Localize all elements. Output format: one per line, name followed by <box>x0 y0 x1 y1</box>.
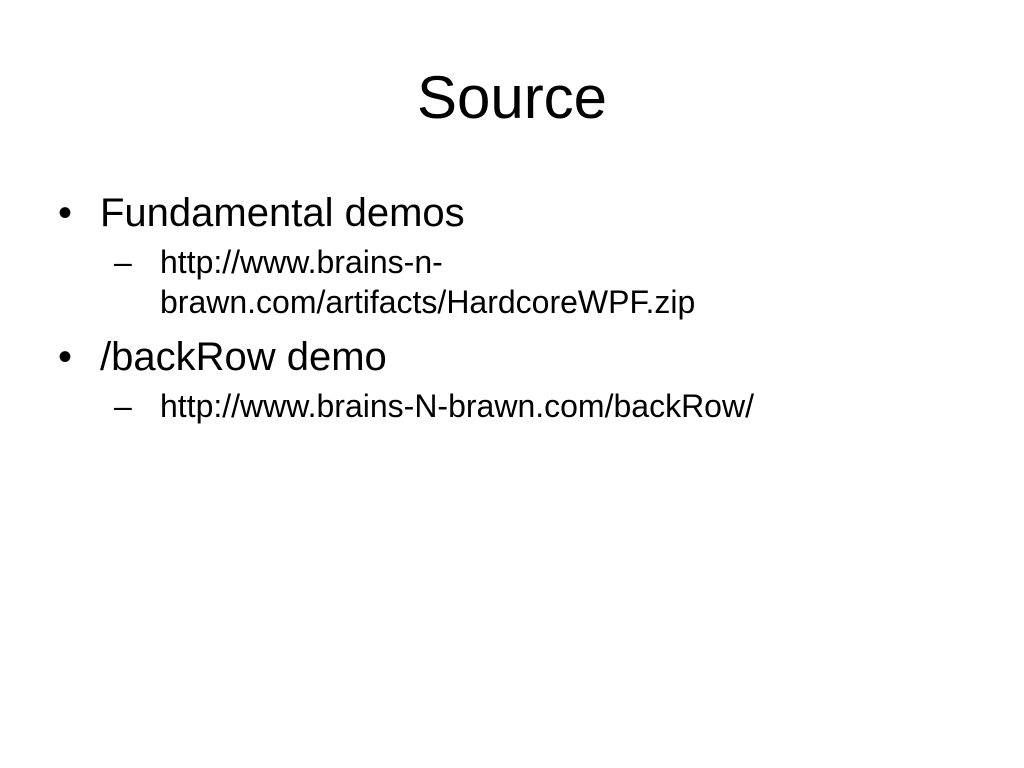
backrow-url: http://www.brains-N-brawn.com/backRow/ <box>160 388 754 424</box>
sub-bullet-list: – http://www.brains-n-brawn.com/artifact… <box>100 242 988 322</box>
sub-bullet-marker: – <box>114 244 132 280</box>
hardcorewpf-url: http://www.brains-n-brawn.com/artifacts/… <box>160 244 696 320</box>
sub-bullet-marker: – <box>114 388 132 424</box>
bullet-text: /backRow demo <box>100 335 387 379</box>
sub-bullet-list: – http://www.brains-N-brawn.com/backRow/ <box>100 386 988 426</box>
bullet-marker: • <box>58 335 73 379</box>
bullet-marker: • <box>58 191 73 235</box>
bullet-list: • Fundamental demos – http://www.brains-… <box>58 188 988 434</box>
slide-title: Source <box>416 64 608 131</box>
bullet-item-fundamental-demos: • Fundamental demos – http://www.brains-… <box>58 188 988 322</box>
sub-bullet-item-hardcorewpf-link: – http://www.brains-n-brawn.com/artifact… <box>114 242 840 322</box>
sub-bullet-item-backrow-link: – http://www.brains-N-brawn.com/backRow/ <box>114 386 840 426</box>
bullet-text: Fundamental demos <box>100 191 465 235</box>
bullet-item-backrow-demo: • /backRow demo – http://www.brains-N-br… <box>58 332 988 426</box>
